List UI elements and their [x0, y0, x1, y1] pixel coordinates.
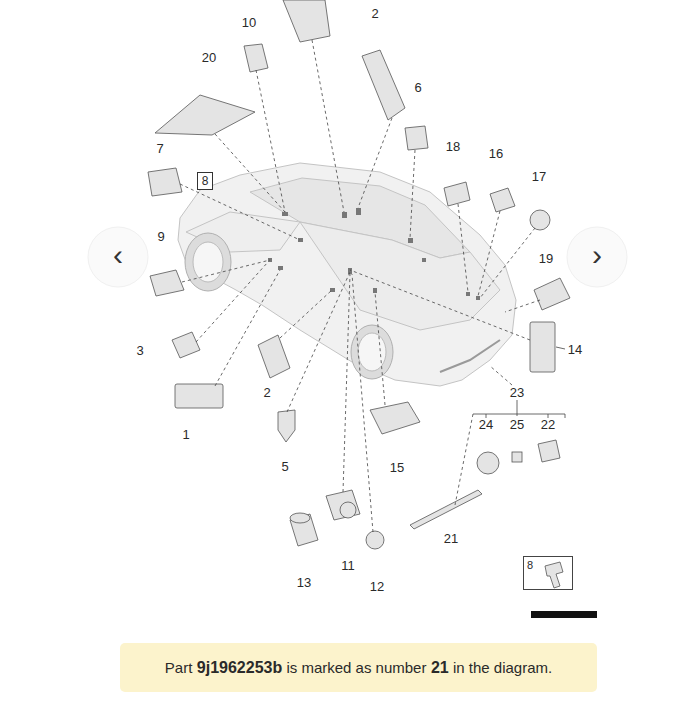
callout-number: 1: [182, 428, 189, 441]
callout-number: 17: [532, 170, 546, 183]
caption-text: 21: [431, 660, 449, 676]
callout-number: 5: [281, 460, 288, 473]
callout-number: 21: [444, 532, 458, 545]
callout-number: 25: [510, 418, 524, 431]
callout-number: 10: [242, 16, 256, 29]
mount-point: [268, 208, 480, 300]
caption-text: is marked as number: [286, 660, 426, 675]
bracket: [473, 347, 565, 418]
callout-number: 2: [371, 7, 378, 20]
callout-number: 8: [202, 175, 209, 187]
nav-circle: [88, 227, 148, 287]
callout-number: 8: [527, 559, 533, 571]
callout-number: 11: [341, 559, 355, 572]
callout-number: 9: [157, 230, 164, 243]
callout-number: 13: [297, 576, 311, 589]
callout-number: 18: [446, 140, 460, 153]
callout-number: 22: [541, 418, 555, 431]
callout-number: 7: [156, 142, 163, 155]
callout-number: 15: [390, 461, 404, 474]
nav-circle: [567, 227, 627, 287]
caption-text: 9j1962253b: [197, 660, 282, 676]
reference-box: 8: [197, 172, 213, 190]
car-body: [178, 163, 516, 386]
callout-number: 2: [263, 386, 270, 399]
callout-number: 16: [489, 147, 503, 160]
watermark-bar: [531, 611, 597, 618]
callout-number: 6: [414, 81, 421, 94]
leader-lines: [180, 40, 540, 532]
callout-number: 23: [510, 386, 524, 399]
inset-box: 8: [523, 556, 573, 590]
caption-text: Part: [165, 660, 193, 675]
caption-box: Part 9j1962253b is marked as number 21 in th…: [120, 643, 597, 692]
nav-arrow: ›: [592, 240, 602, 270]
callout-number: 19: [539, 252, 553, 265]
callout-number: 14: [568, 343, 582, 356]
part-shapes: [148, 0, 570, 588]
nav-arrow: ‹: [113, 240, 123, 270]
callout-number: 3: [136, 344, 143, 357]
callout-number: 12: [370, 580, 384, 593]
callout-number: 24: [479, 418, 493, 431]
caption-text: in the diagram.: [453, 660, 552, 675]
callout-number: 20: [202, 51, 216, 64]
